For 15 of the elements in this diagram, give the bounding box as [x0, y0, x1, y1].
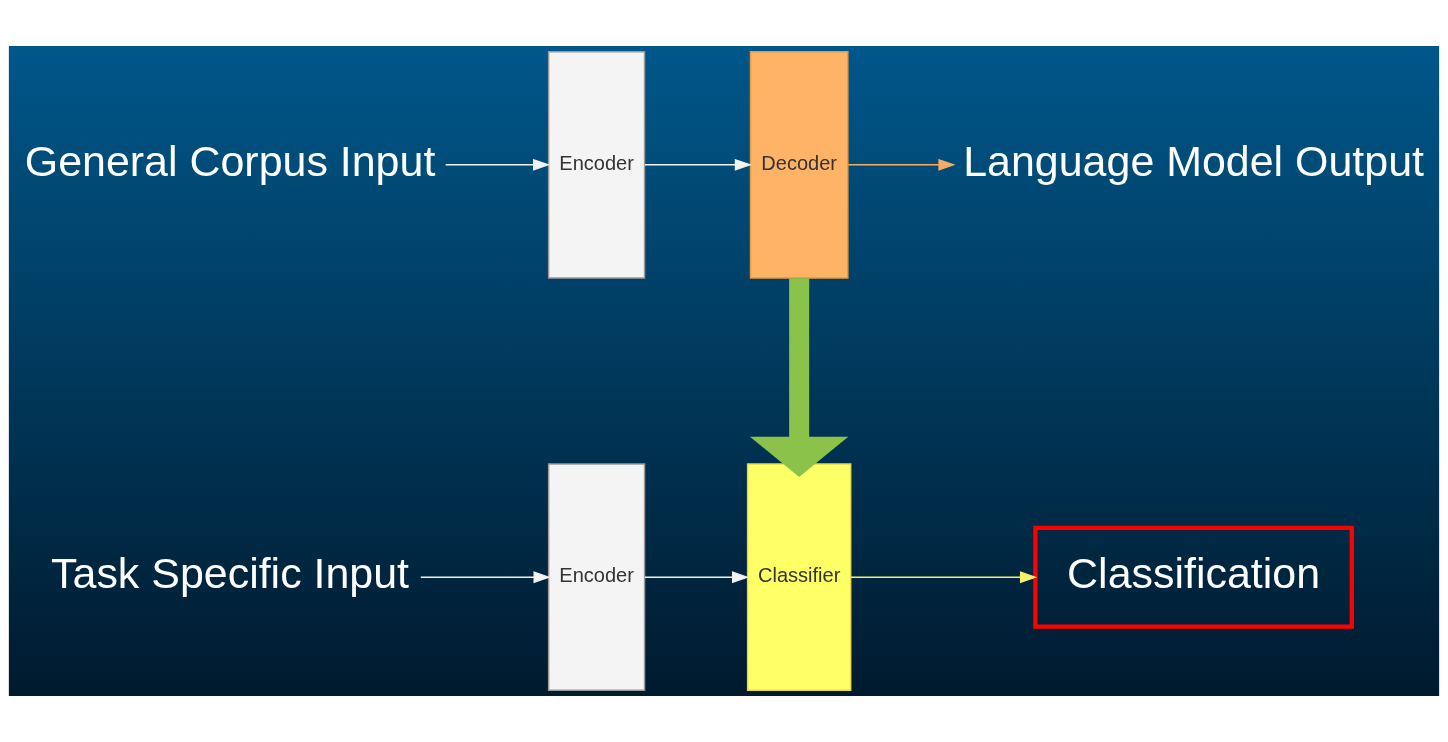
arrow [750, 278, 849, 477]
node-text: Language Model Output [963, 136, 1424, 185]
node-box: Encoder [547, 463, 646, 691]
node-box: Classifier [746, 463, 852, 691]
arrow [847, 158, 956, 171]
node-box: Encoder [547, 51, 646, 279]
node-text: Task Specific Input [51, 548, 410, 597]
node-text: General Corpus Input [24, 136, 436, 185]
arrow [420, 571, 551, 584]
node-box: Classification [1033, 525, 1354, 629]
arrow [644, 158, 752, 171]
arrow [850, 571, 1038, 584]
arrow [444, 158, 551, 171]
arrow [644, 571, 750, 584]
node-box: Decoder [749, 51, 849, 279]
